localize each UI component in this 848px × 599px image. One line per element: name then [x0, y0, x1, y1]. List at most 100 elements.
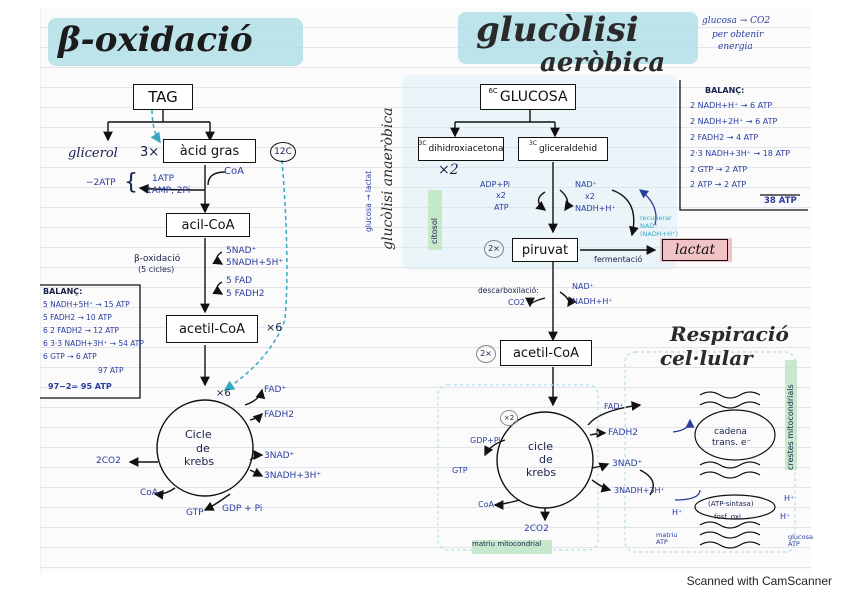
krebs-right-nad: 3NAD⁺	[612, 459, 642, 469]
piruvat-box: piruvat	[512, 238, 578, 262]
krebs-right-co2: 2CO2	[524, 524, 549, 534]
c12-circle: 12C	[270, 142, 296, 162]
krebs-right-gdp: GDP+Pi	[470, 436, 501, 445]
descarboxilacio-label: descarboxilació:	[478, 286, 539, 295]
tag-box: TAG	[133, 84, 193, 110]
gliceraldehid-label: gliceraldehid	[539, 144, 597, 154]
glyco-atp: ATP	[494, 203, 509, 212]
dihidro-3c: 3C	[419, 140, 427, 147]
title-cel-lular: cel·lular	[660, 346, 753, 370]
right-balance-row: 2 FADH2 → 4 ATP	[690, 133, 758, 142]
beta-fadh: 5 FADH2	[226, 289, 265, 299]
cadena-line1: cadena	[714, 427, 747, 437]
resp-h1: H⁺	[784, 494, 794, 503]
gliceraldehid-3c: 3C	[529, 140, 537, 147]
brace: {	[124, 170, 138, 195]
left-balance-row: 5 NADH+5H⁺ → 15 ATP	[43, 300, 130, 309]
left-balance-row: 6 3·3 NADH+3H⁺ → 54 ATP	[43, 339, 144, 348]
right-balance-total: 38 ATP	[764, 196, 797, 206]
acil-coa-box: acil-CoA	[166, 213, 250, 237]
dihidro-x2: ×2	[438, 162, 459, 178]
minus-2atp: −2ATP	[86, 178, 116, 188]
fermentacio-label: fermentació	[594, 255, 642, 264]
krebs-right-coa: CoA	[478, 500, 494, 509]
left-balance-row: 97 ATP	[98, 366, 124, 375]
right-balance-row: 2 ATP → 2 ATP	[690, 180, 746, 189]
title-glucolisi: glucòlisi	[476, 10, 639, 50]
scanner-watermark: Scanned with CamScanner	[687, 574, 832, 588]
glyco-nad-x2: x2	[585, 192, 595, 201]
krebs-right-l1: cicle	[528, 440, 553, 453]
descarbox-nad: NAD⁺	[572, 282, 594, 291]
glucosa-label: GLUCOSA	[500, 89, 568, 105]
acid-gras-coef: 3×	[140, 145, 159, 160]
title-beta-oxidacio: β-oxidació	[58, 20, 253, 60]
nad-regen-note: recuperar NAD⁺ (NADH+H⁺)	[640, 214, 690, 238]
glyco-adp-x2: x2	[496, 191, 506, 200]
title-aerobica: aeròbica	[540, 48, 665, 78]
beta-fad: 5 FAD	[226, 276, 252, 286]
left-balance-row: 6 GTP → 6 ATP	[43, 352, 97, 361]
krebs-left-fad: FAD⁺	[264, 385, 286, 395]
krebs-right-fadh: FADH2	[608, 428, 638, 438]
krebs-right-l2: de	[539, 453, 553, 466]
krebs-left-l3: krebs	[184, 455, 214, 468]
cadena-line2: trans. e⁻	[712, 438, 751, 448]
beta-nad: 5NAD⁺	[226, 246, 256, 256]
cycles-label: (5 cicles)	[138, 265, 174, 274]
crestes-label: crestes mitocondrials	[786, 384, 795, 470]
krebs-left-nad: 3NAD⁺	[264, 451, 294, 461]
krebs-right-l3: krebs	[526, 466, 556, 479]
krebs-left-gdp: GDP + Pi	[222, 504, 262, 514]
top-note-line1: glucosa → CO2	[702, 16, 770, 26]
atp-sintasa-label: (ATP-sintasa)	[708, 500, 754, 508]
piruvat-x2: 2×	[484, 240, 504, 258]
top-note-line2: per obtenir	[712, 30, 763, 40]
atp-row1: 1ATP	[152, 174, 174, 184]
glyco-nad: NAD⁺	[575, 180, 597, 189]
beta-coa-label: CoA	[224, 166, 244, 177]
beta-nadh: 5NADH+5H⁺	[226, 258, 283, 268]
left-balance-row: 5 FADH2 → 10 ATP	[43, 313, 112, 322]
glyco-adp: ADP+Pi	[480, 180, 510, 189]
krebs-right-fad: FAD⁺	[604, 402, 624, 411]
acetil-coa-box-left: acetil-CoA	[166, 315, 258, 343]
right-balance-row: 2 GTP → 2 ATP	[690, 165, 747, 174]
fosf-oxi-label: fosf. oxi.	[714, 513, 743, 521]
acetil-coa-box-middle: acetil-CoA	[500, 340, 592, 366]
descarbox-nadh: NADH+H⁺	[572, 297, 613, 306]
right-balance-row: 2·3 NADH+3H⁺ → 18 ATP	[690, 149, 790, 158]
left-balance-title: BALANÇ:	[43, 287, 82, 296]
resp-matriu-atp: matriu ATP	[656, 532, 686, 546]
top-note-line3: energia	[718, 42, 753, 52]
acetil-x6: ×6	[266, 321, 282, 334]
left-balance-total: 97−2= 95 ATP	[48, 382, 112, 391]
lactat-box: lactat	[662, 239, 728, 261]
krebs-right-x2: ×2	[500, 410, 518, 426]
krebs-left-l2: de	[196, 442, 210, 455]
acid-gras-box: àcid gras	[163, 139, 256, 163]
matrix-label: matriu mitocondrial	[472, 540, 552, 548]
title-respiracio: Respiració	[670, 322, 789, 346]
dihidro-label: dihidroxiacetona	[429, 144, 504, 154]
krebs-left-l1: Cicle	[185, 428, 212, 441]
krebs-right-gtp: GTP	[452, 466, 468, 475]
citosol-label: citosol	[430, 218, 439, 244]
beta-oxidacio-label: β-oxidació	[134, 254, 180, 264]
krebs-left-nadh: 3NADH+3H⁺	[264, 471, 321, 481]
krebs-left-co2: 2CO2	[96, 456, 121, 466]
resp-glucosa-atp: glucosa ATP	[788, 534, 812, 548]
glyco-nadh: NADH+H⁺	[575, 204, 616, 213]
left-balance-row: 6 2 FADH2 → 12 ATP	[43, 326, 119, 335]
atp-row2: 1AMP, 2Pi	[146, 186, 190, 196]
anaerobic-vertical-title: glucòlisi anaeròbica	[380, 107, 396, 250]
right-balance-title: BALANÇ:	[705, 86, 744, 95]
anaerobic-small-note: glucosa → lactat	[364, 171, 373, 232]
krebs-x6: ×6	[216, 388, 231, 399]
krebs-left-gtp: GTP	[186, 508, 204, 518]
krebs-right-nadh: 3NADH+3H⁺	[614, 486, 665, 495]
